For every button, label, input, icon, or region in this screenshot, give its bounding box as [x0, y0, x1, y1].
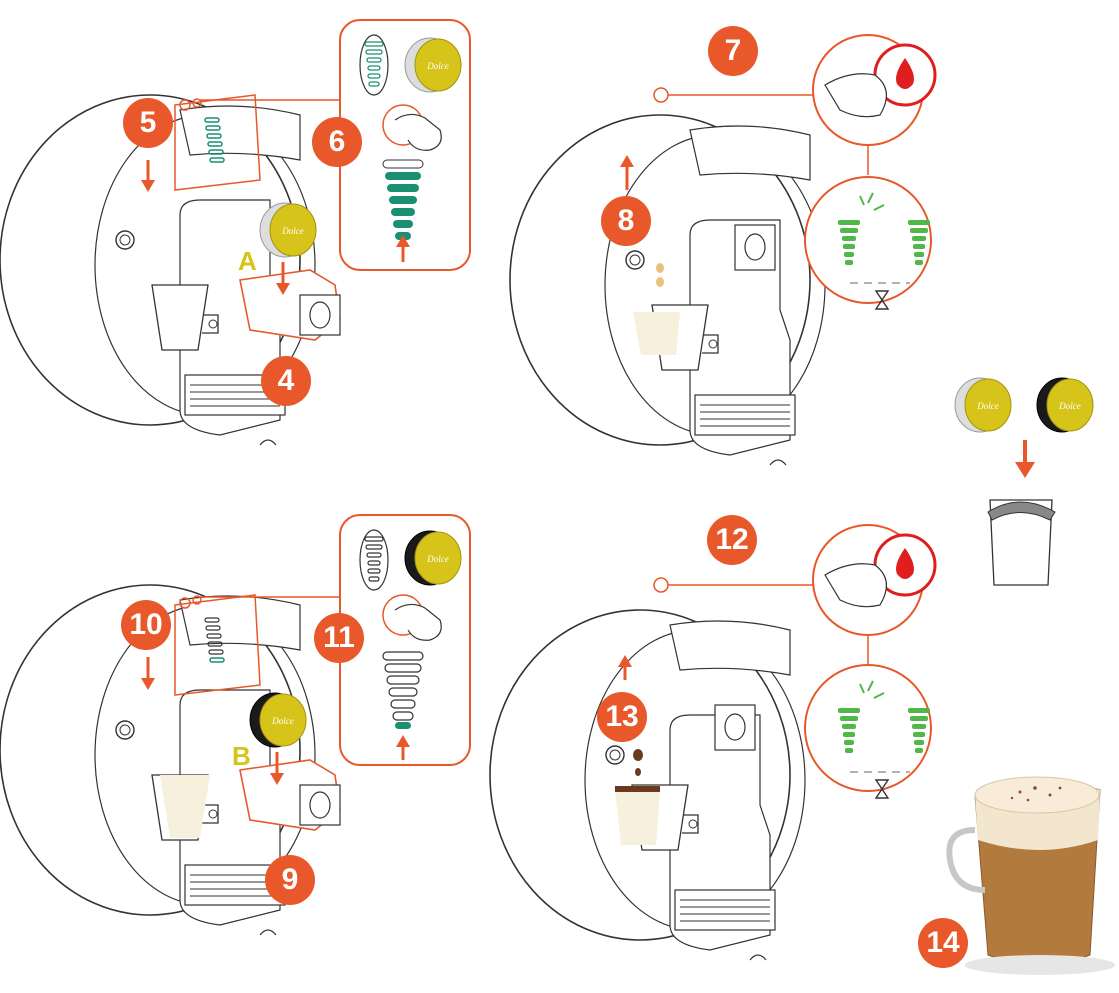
machine-brewing-milk	[510, 115, 825, 465]
step-badge-8: 8	[601, 196, 651, 246]
machine-brewing-coffee	[490, 610, 805, 960]
capsule-b	[250, 693, 306, 747]
step-badge-12: 12	[707, 515, 757, 565]
coffee-glass	[615, 790, 660, 845]
step-badge-5: 5	[123, 98, 173, 148]
step-badge-7: 7	[708, 26, 758, 76]
step-badge-13: 13	[597, 692, 647, 742]
step-badge-4: 4	[261, 356, 311, 406]
waste-bin-icon	[988, 500, 1055, 585]
milk-fill	[633, 312, 680, 355]
step-badge-14: 14	[918, 918, 968, 968]
step-badge-11: 11	[314, 613, 364, 663]
step-badge-10: 10	[121, 600, 171, 650]
discard-arrow	[1015, 440, 1035, 478]
used-capsules	[955, 378, 1093, 432]
capsule-label-b: B	[232, 741, 251, 771]
cappuccino-glass	[949, 777, 1115, 975]
capsule-a	[260, 203, 316, 257]
status-circle-step-7	[805, 177, 931, 309]
step-badge-9: 9	[265, 855, 315, 905]
capsule-label-a: A	[238, 246, 257, 276]
step-badge-6: 6	[312, 117, 362, 167]
status-circle-step-12	[805, 665, 931, 798]
